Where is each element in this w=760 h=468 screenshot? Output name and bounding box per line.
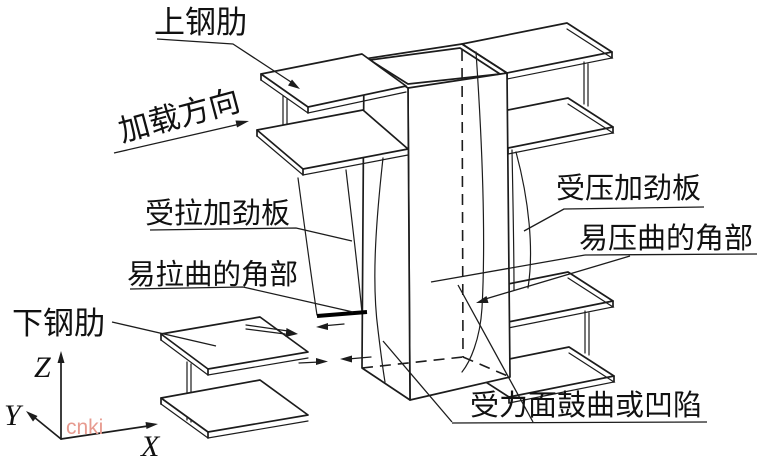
column-front-left-face — [361, 58, 411, 401]
hidden-back-edge — [461, 49, 464, 358]
upper-left-beam — [256, 53, 409, 176]
label-surface-bulge: 受力面鼓曲或凹陷 — [470, 389, 702, 422]
callout-leaders — [111, 38, 758, 424]
y-axis-arrow — [26, 411, 38, 422]
upper-right-top-flange — [461, 22, 613, 74]
lower-rib-top-flange — [160, 316, 309, 370]
z-axis-label: Z — [34, 351, 51, 384]
tension-stiffener-plate — [297, 169, 363, 316]
column-top-rim-outer — [363, 43, 508, 74]
left-face-bulge-curve — [374, 157, 386, 383]
label-upper-rib: 上钢肋 — [154, 5, 247, 40]
watermark-cnki: cnki — [66, 416, 103, 439]
box-column — [361, 43, 511, 401]
label-tension-buckle-corner: 易拉曲的角部 — [127, 259, 298, 291]
upper-left-bottom-flange — [256, 109, 409, 170]
label-compression-buckle-corner: 易压曲的角部 — [579, 222, 753, 255]
column-top-rim-inner — [369, 47, 501, 85]
right-face-bulge-curve — [461, 51, 485, 373]
loading-direction-arrow — [235, 120, 249, 128]
lower-rib-piece — [160, 316, 309, 439]
upper-left-top-flange — [260, 53, 407, 108]
label-tension-stiffener: 受拉加劲板 — [145, 197, 290, 230]
label-loading-direction: 加载方向 — [115, 83, 244, 149]
y-axis-label: Y — [4, 399, 24, 432]
label-compression-stiffener: 受压加劲板 — [556, 172, 701, 205]
x-axis-label: X — [140, 430, 161, 463]
tension-corner-marks — [298, 310, 372, 365]
insert-arrow — [285, 328, 298, 337]
coordinate-axes: Z Y X cnki — [4, 351, 161, 463]
z-axis-arrow — [57, 351, 65, 363]
compression-stiffener-plate — [511, 149, 532, 291]
x-axis-arrow — [145, 422, 158, 429]
lower-rib-bottom-flange — [160, 379, 309, 433]
label-lower-rib: 下钢肋 — [12, 306, 105, 341]
